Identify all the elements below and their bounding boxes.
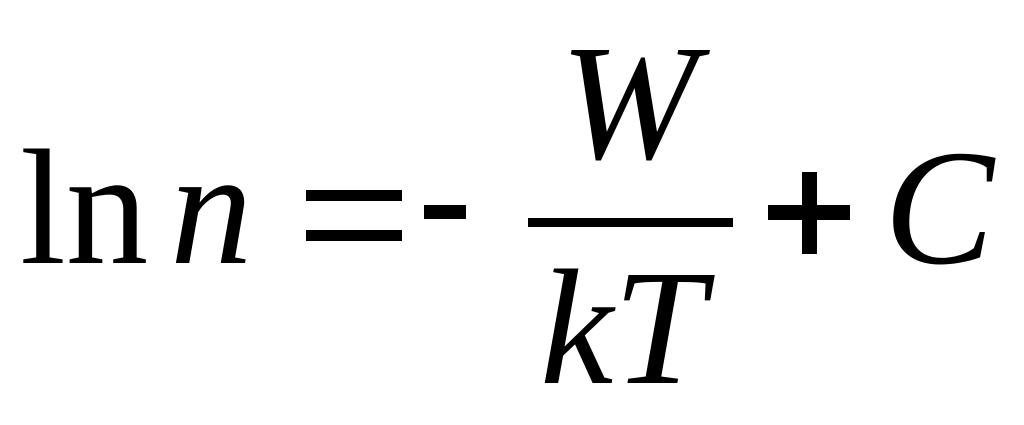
constant-c: C: [884, 116, 995, 299]
plus-bar-vertical: [802, 172, 817, 254]
ln-function: ln: [20, 116, 149, 299]
variable-n: n: [170, 116, 253, 299]
fraction-numerator: W: [560, 11, 698, 194]
equals-bar-bottom: [306, 230, 402, 241]
fraction-denominator: kT: [540, 236, 705, 419]
equals-bar-top: [306, 190, 402, 201]
minus-sign: [424, 205, 466, 219]
fraction-bar: [528, 218, 733, 227]
